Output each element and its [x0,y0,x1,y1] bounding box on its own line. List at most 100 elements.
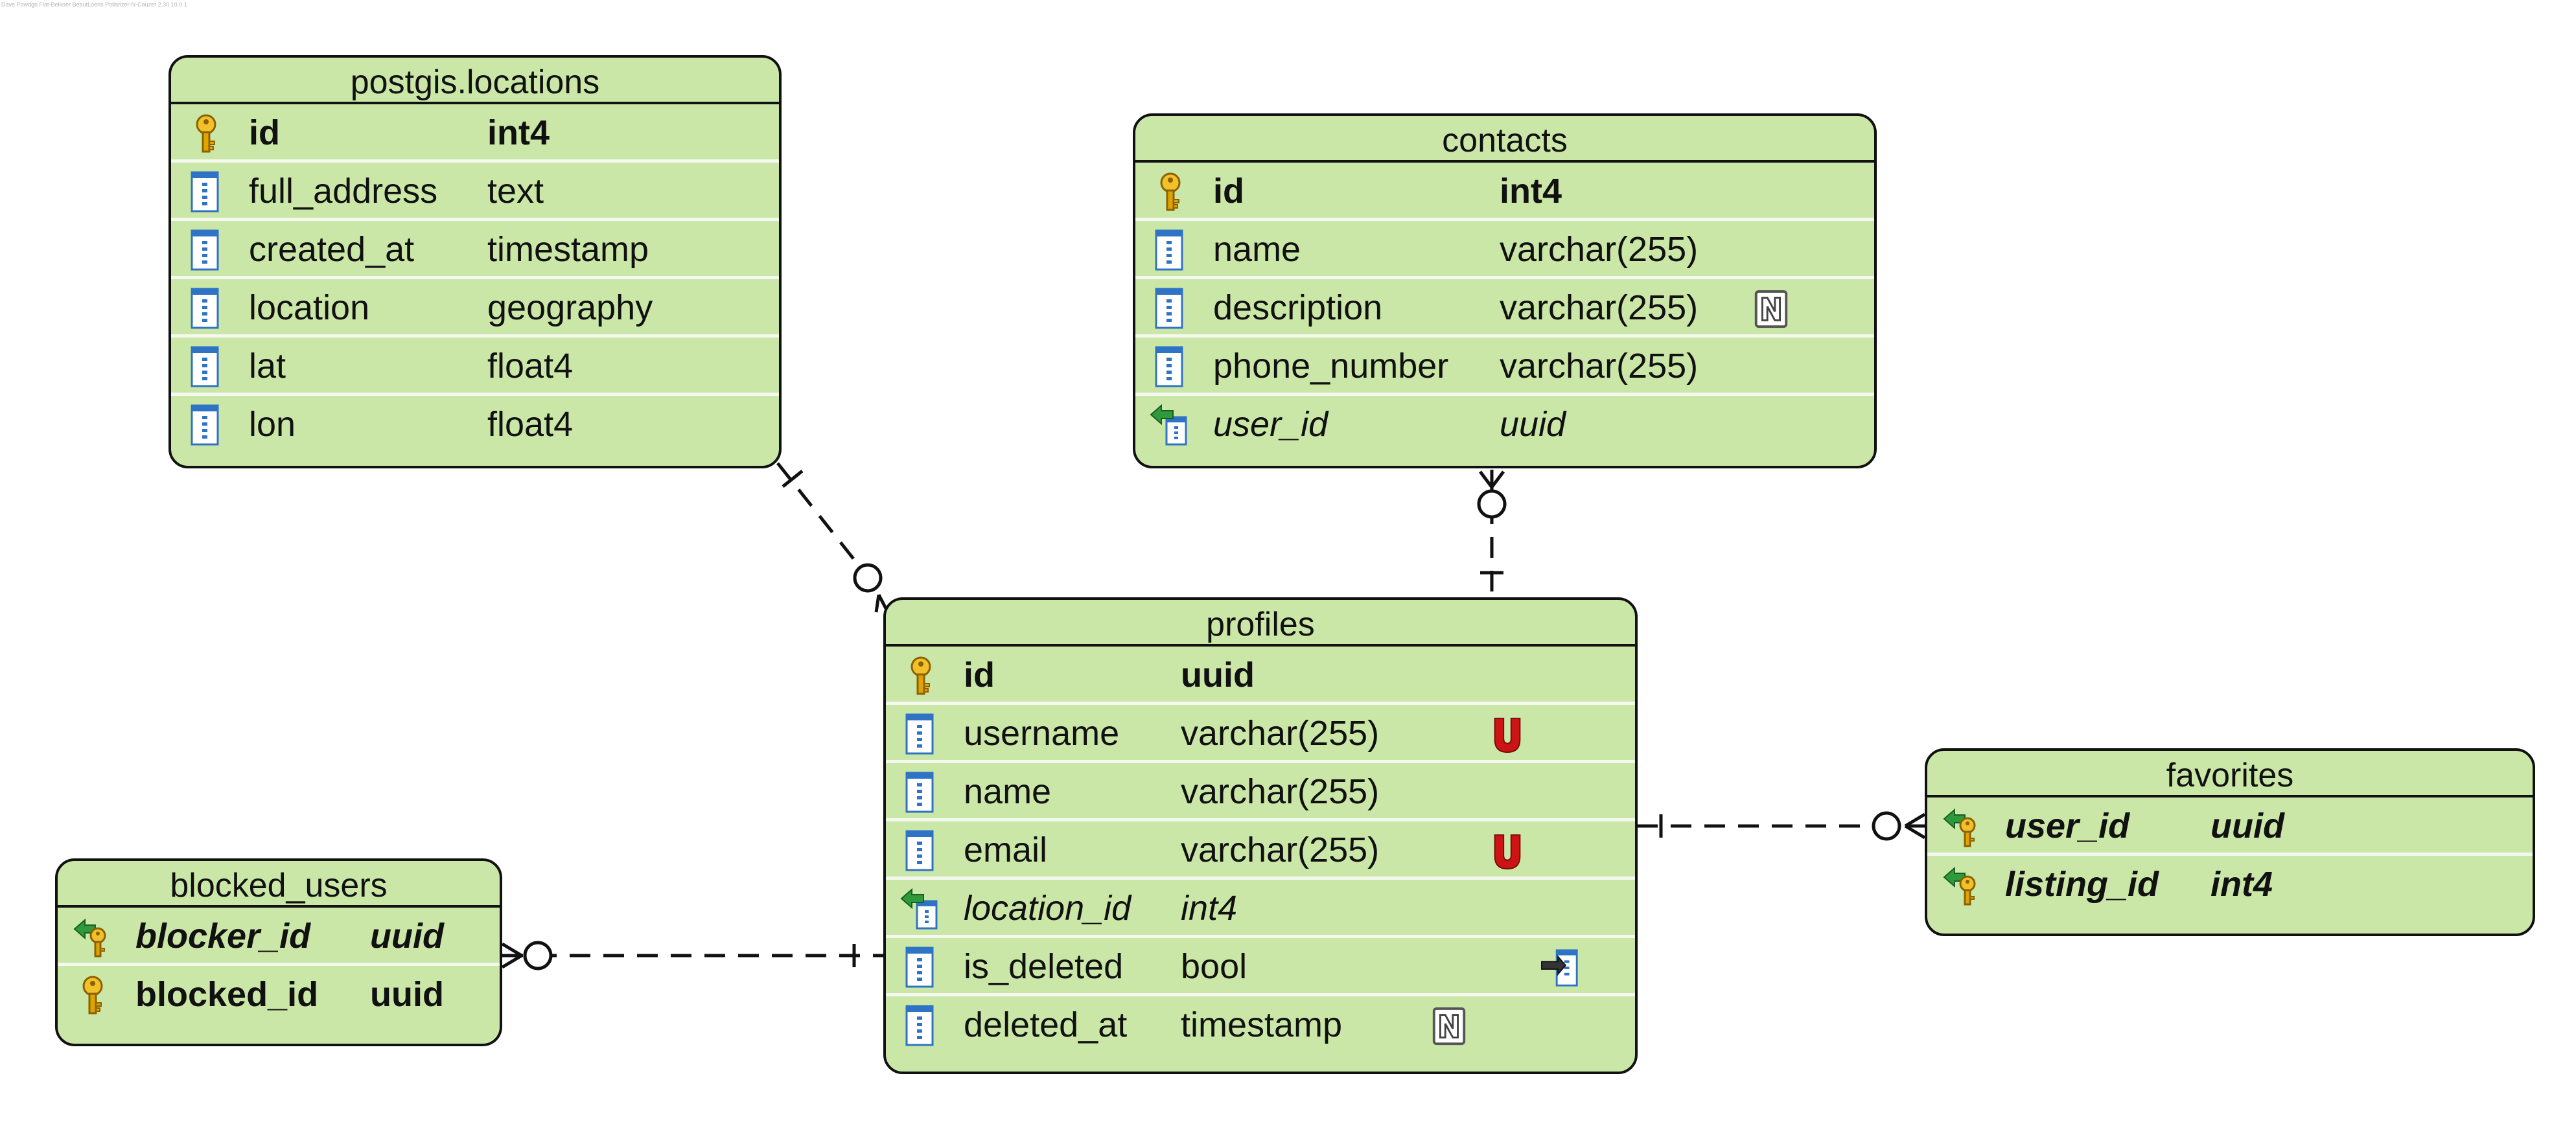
column-type: int4 [1500,172,1562,211]
column-icon [900,946,942,988]
column-type: varchar(255) [1181,772,1380,811]
column-name: lat [249,347,286,385]
column-row-description[interactable]: description varchar(255) [1135,279,1874,338]
column-type: uuid [370,975,444,1014]
table-title: favorites [1927,751,2533,797]
column-name: blocked_id [135,975,319,1014]
column-row-id[interactable]: id uuid [886,647,1635,705]
default-value-icon [1540,948,1581,988]
foreign-key-icon [1150,404,1191,446]
column-type: uuid [370,917,444,956]
column-icon [1150,346,1191,387]
column-type: int4 [1181,889,1238,928]
foreign-key-icon [900,888,942,930]
column-name: id [1213,172,1244,211]
relationship-contacts-profiles[interactable] [1477,470,1507,599]
nullable-flag-icon [1429,1006,1469,1046]
column-type: uuid [1500,405,1566,444]
zero-marker-contacts [1477,489,1507,519]
column-icon [1150,288,1191,329]
column-row-blocked-id[interactable]: blocked_id uuid [58,966,500,1024]
column-row-deleted-at[interactable]: deleted_at timestamp [886,996,1635,1055]
column-icon [185,171,227,212]
relationship-profiles-favorites[interactable] [1637,811,1926,841]
primary-key-icon [185,113,227,154]
column-row-lon[interactable]: lon float4 [171,396,779,454]
column-type: varchar(255) [1181,714,1380,753]
column-name: email [964,831,1048,869]
column-type: float4 [487,405,574,444]
column-name: created_at [249,230,415,269]
crowfoot-blocked-users [501,942,523,958]
column-name: description [1213,288,1383,327]
crowfoot-favorites [1904,812,1926,828]
primary-foreign-key-icon [72,916,113,958]
relationship-blocked-users-profiles[interactable] [501,941,885,970]
column-icon [900,1005,942,1046]
table-title: profiles [886,600,1635,647]
column-type: int4 [2210,865,2273,904]
column-type: timestamp [487,230,649,269]
column-row-user-id[interactable]: user_id uuid [1135,396,1874,454]
column-icon [900,772,942,813]
zero-marker-profiles [853,563,883,593]
column-name: user_id [2005,807,2130,845]
primary-foreign-key-icon [1942,864,1983,906]
relationship-locations-profiles[interactable] [776,462,890,614]
column-type: timestamp [1181,1005,1343,1044]
column-type: geography [487,288,653,327]
column-icon [1150,229,1191,271]
diagram-watermark: Dave Powdgo Flat-Belkner BeautLoens Poll… [1,1,187,8]
column-type: text [487,172,544,211]
column-name: user_id [1213,405,1329,444]
column-name: phone_number [1213,347,1449,385]
column-name: location_id [964,889,1131,928]
column-row-location-id[interactable]: location_id int4 [886,880,1635,938]
column-row-id[interactable]: id int4 [1135,163,1874,221]
column-row-location[interactable]: location geography [171,279,779,338]
column-row-blocker-id[interactable]: blocker_id uuid [58,908,500,966]
column-name: deleted_at [964,1005,1128,1044]
column-type: uuid [1181,656,1255,694]
primary-key-icon [72,974,113,1016]
nullable-flag-icon [1751,289,1791,329]
column-row-lat[interactable]: lat float4 [171,338,779,396]
one-marker-locations [782,470,804,488]
column-name: location [249,288,370,327]
column-name: blocker_id [135,917,311,956]
column-icon [900,713,942,755]
column-row-phone-number[interactable]: phone_number varchar(255) [1135,338,1874,396]
column-icon [185,404,227,446]
zero-marker-blocked-users [523,941,553,970]
column-name: lon [249,405,296,444]
table-title: contacts [1135,116,1874,163]
column-icon [185,229,227,271]
column-name: is_deleted [964,947,1124,986]
column-icon [185,288,227,329]
column-type: float4 [487,347,574,385]
column-type: varchar(255) [1500,347,1699,385]
column-icon [185,346,227,387]
column-name: id [964,656,995,694]
column-row-created-at[interactable]: created_at timestamp [171,221,779,279]
column-type: varchar(255) [1500,288,1699,327]
column-name: name [1213,230,1301,269]
